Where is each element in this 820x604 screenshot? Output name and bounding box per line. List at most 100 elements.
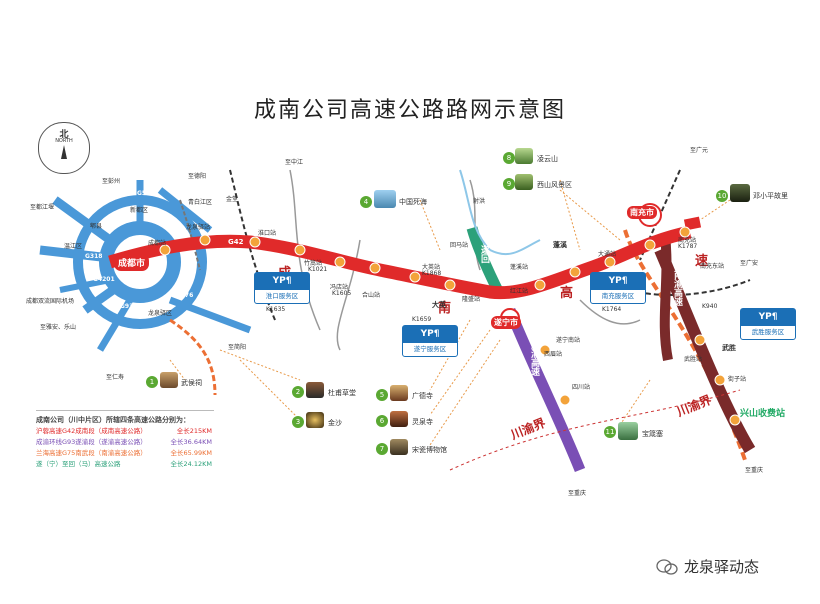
city-nanchong: 南充市 bbox=[627, 206, 657, 219]
city-chengdu: 成都市 bbox=[114, 254, 150, 271]
g42-label: G42 bbox=[228, 238, 244, 246]
legend-row: 遂（宁）至回（马）高速公路 全长24.12KM bbox=[36, 459, 214, 470]
legend-row: 成渝环线G93遂渝段（遂渝高速公路） 全长36.64KM bbox=[36, 437, 214, 448]
attraction-number: 10 bbox=[716, 190, 728, 202]
wechat-icon bbox=[656, 558, 678, 575]
place-longquanyi: 龙泉驿区 bbox=[148, 310, 173, 317]
legend-length: 全长215KM bbox=[176, 427, 212, 435]
station: 蓬溪站 bbox=[510, 264, 529, 271]
legend-name: 兰海高速G75南武段（南渝高速公路） bbox=[36, 449, 147, 457]
g42-road bbox=[108, 225, 692, 300]
legend-name: 遂（宁）至回（马）高速公路 bbox=[36, 460, 121, 468]
attraction-name: 邓小平故里 bbox=[753, 192, 788, 200]
attraction-photo bbox=[390, 385, 408, 401]
north-char: 北 bbox=[59, 130, 69, 140]
attraction-name: 宝箴塞 bbox=[642, 430, 663, 438]
legend-length: 全长36.64KM bbox=[170, 438, 212, 446]
station-km: K1868 bbox=[422, 270, 442, 277]
town: 蓬溪 bbox=[553, 241, 567, 249]
service-area-nanchong: YP¶ 南充服务区 bbox=[590, 272, 646, 304]
attraction-photo bbox=[618, 422, 638, 440]
attraction-number: 11 bbox=[604, 426, 616, 438]
attraction-number: 3 bbox=[292, 416, 304, 428]
attraction-photo bbox=[730, 184, 750, 202]
service-area-wusheng: YP¶ 武胜服务区 bbox=[740, 308, 796, 340]
service-km: K1635 bbox=[266, 306, 286, 313]
legend-length: 全长65.99KM bbox=[170, 449, 212, 457]
place-xindu: 新都区 bbox=[130, 207, 149, 214]
station-km: K1605 bbox=[332, 290, 352, 297]
legend-name: 成渝环线G93遂渝段（遂渝高速公路） bbox=[36, 438, 147, 446]
attraction-photo bbox=[306, 382, 324, 398]
place-qingbaijiang: 青白江区 bbox=[188, 199, 213, 206]
attraction-name: 武侯祠 bbox=[181, 379, 202, 387]
station: 红江站 bbox=[510, 288, 529, 295]
service-name: 南充服务区 bbox=[601, 292, 635, 300]
north-arrow-icon bbox=[61, 145, 67, 159]
road-char-su: 速 bbox=[695, 254, 709, 269]
service-area-suining: YP¶ 遂宁服务区 bbox=[402, 325, 458, 357]
attraction-name: 西山风景区 bbox=[537, 181, 572, 189]
place-wenjiang: 温江区 bbox=[64, 243, 83, 250]
town: 至重庆 bbox=[568, 490, 587, 497]
attraction-number: 4 bbox=[360, 196, 372, 208]
attraction-photo bbox=[390, 411, 408, 427]
town: 至简阳 bbox=[228, 344, 247, 351]
nanyu-label: 南渝高速 bbox=[672, 270, 682, 306]
service-icon: YP¶ bbox=[741, 309, 795, 326]
attraction-number: 7 bbox=[376, 443, 388, 455]
attraction-number: 2 bbox=[292, 386, 304, 398]
station: 合山站 bbox=[362, 292, 381, 299]
service-area-huaikou: YP¶ 淮口服务区 bbox=[254, 272, 310, 304]
watermark: 龙泉驿动态 bbox=[656, 556, 759, 577]
legend: 成南公司（川中片区）所辖四条高速公路分别为： 沪蓉高速G42成南段（成南高速公路… bbox=[36, 410, 214, 470]
attraction-photo bbox=[374, 190, 396, 208]
attraction-name: 杜甫草堂 bbox=[328, 389, 356, 397]
attraction-name: 广德寺 bbox=[412, 392, 433, 400]
attraction-number: 9 bbox=[503, 178, 515, 190]
attraction-photo bbox=[390, 439, 408, 455]
legend-row: 兰海高速G75南武段（南渝高速公路） 全长65.99KM bbox=[36, 448, 214, 459]
attraction-number: 6 bbox=[376, 415, 388, 427]
road-char-gao: 高 bbox=[560, 286, 574, 301]
road-g93: G93 bbox=[120, 303, 134, 310]
attraction-name: 凌云山 bbox=[537, 155, 558, 163]
station: 武胜站 bbox=[684, 356, 703, 363]
city-suining: 遂宁市 bbox=[491, 316, 521, 329]
town: 至仁寿 bbox=[106, 374, 125, 381]
service-km: K940 bbox=[702, 303, 718, 310]
town: 武胜 bbox=[722, 344, 736, 352]
attraction-name: 中国死海 bbox=[399, 198, 427, 206]
road-g5: G5 bbox=[137, 190, 147, 197]
town: 至都江堰 bbox=[30, 204, 55, 211]
g93-road bbox=[504, 307, 586, 473]
legend-name: 沪蓉高速G42成南段（成南高速公路） bbox=[36, 427, 147, 435]
watermark-text: 龙泉驿动态 bbox=[684, 558, 760, 576]
town: 至雅安、乐山 bbox=[40, 324, 77, 331]
station: 大通站 bbox=[598, 251, 617, 258]
station: 回马站 bbox=[450, 242, 469, 249]
road-g4201: G4201 bbox=[93, 276, 115, 283]
legend-length: 全长24.12KM bbox=[170, 460, 212, 468]
legend-heading: 成南公司（川中片区）所辖四条高速公路分别为： bbox=[36, 416, 190, 424]
station: 遂宁南站 bbox=[556, 337, 581, 344]
station: 西眉站 bbox=[544, 351, 563, 358]
attraction-number: 1 bbox=[146, 376, 158, 388]
service-name: 武胜服务区 bbox=[751, 328, 785, 336]
station: 竹篙站 bbox=[304, 260, 323, 267]
station: 成都站 bbox=[148, 240, 167, 247]
town: 至重庆 bbox=[745, 467, 764, 474]
service-icon: YP¶ bbox=[591, 273, 645, 290]
legend-row: 沪蓉高速G42成南段（成南高速公路） 全长215KM bbox=[36, 426, 214, 437]
service-icon: YP¶ bbox=[403, 326, 457, 343]
station: 冯店站 bbox=[330, 284, 349, 291]
station: 南充东站 bbox=[700, 263, 725, 270]
town: 至德阳 bbox=[188, 173, 207, 180]
service-km: K1659 bbox=[412, 316, 432, 323]
road-g76: G76 bbox=[180, 292, 194, 299]
station: 大英站 bbox=[422, 264, 441, 271]
town: 大英 bbox=[432, 301, 446, 309]
suiyu-label: 遂渝高速 bbox=[529, 340, 539, 376]
